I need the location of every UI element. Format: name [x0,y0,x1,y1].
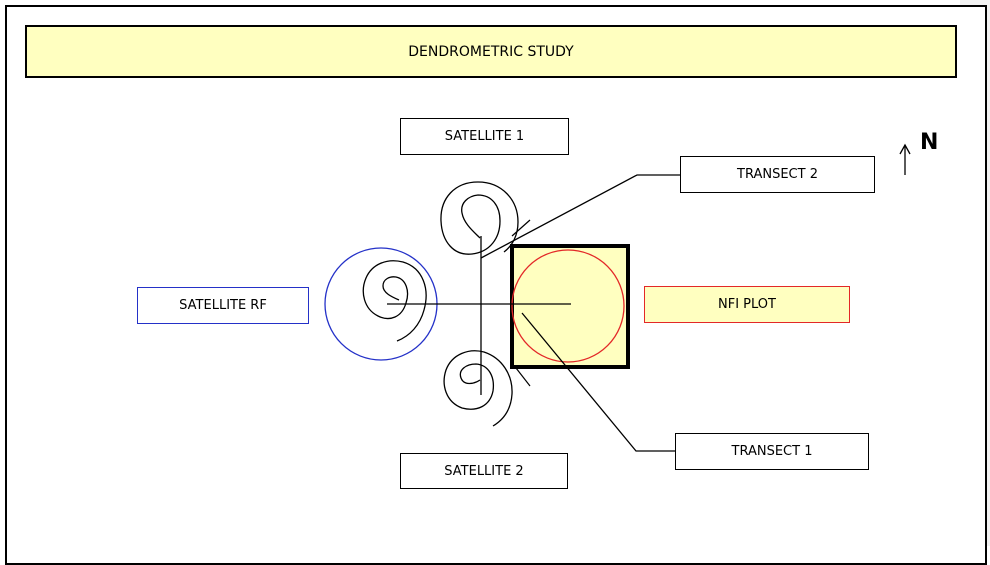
diagram-drawing [324,143,911,452]
nfi-plot-square [510,244,630,369]
satellite-2-text: SATELLITE 2 [444,463,524,479]
satellite-1-spiral [440,181,519,255]
transect-1-text: TRANSECT 1 [731,444,813,459]
satellite-1-label: SATELLITE 1 [400,118,569,155]
satellite-2-spiral [443,350,513,427]
satellite-1-text: SATELLITE 1 [444,129,525,144]
north-label: N [920,130,939,155]
nfi-plot-label: NFI PLOT [644,286,850,323]
nfi-plot-text: NFI PLOT [718,297,776,312]
title-bar: DENDROMETRIC STUDY [25,25,957,78]
transect-2-leader [480,174,680,259]
diagram-canvas: DENDROMETRIC STUDY SATELLITE 1 TRANSECT … [5,0,990,565]
diagram-title: DENDROMETRIC STUDY [408,43,574,60]
transect-2-text: TRANSECT 2 [737,167,818,182]
satellite-rf-spiral [362,260,427,342]
transect-1-label: TRANSECT 1 [675,433,869,470]
transect-1-leader [521,312,675,452]
satellite-2-label: SATELLITE 2 [400,453,568,489]
satellite-1-spiral-tail [511,219,531,237]
nfi-plot-circle [511,249,625,363]
transect-2-label: TRANSECT 2 [680,156,875,193]
north-arrow-icon [899,143,911,155]
satellite-rf-label: SATELLITE RF [137,287,309,324]
satellite-rf-text: SATELLITE RF [179,298,267,313]
satellite-2-spiral-tail [515,367,531,387]
